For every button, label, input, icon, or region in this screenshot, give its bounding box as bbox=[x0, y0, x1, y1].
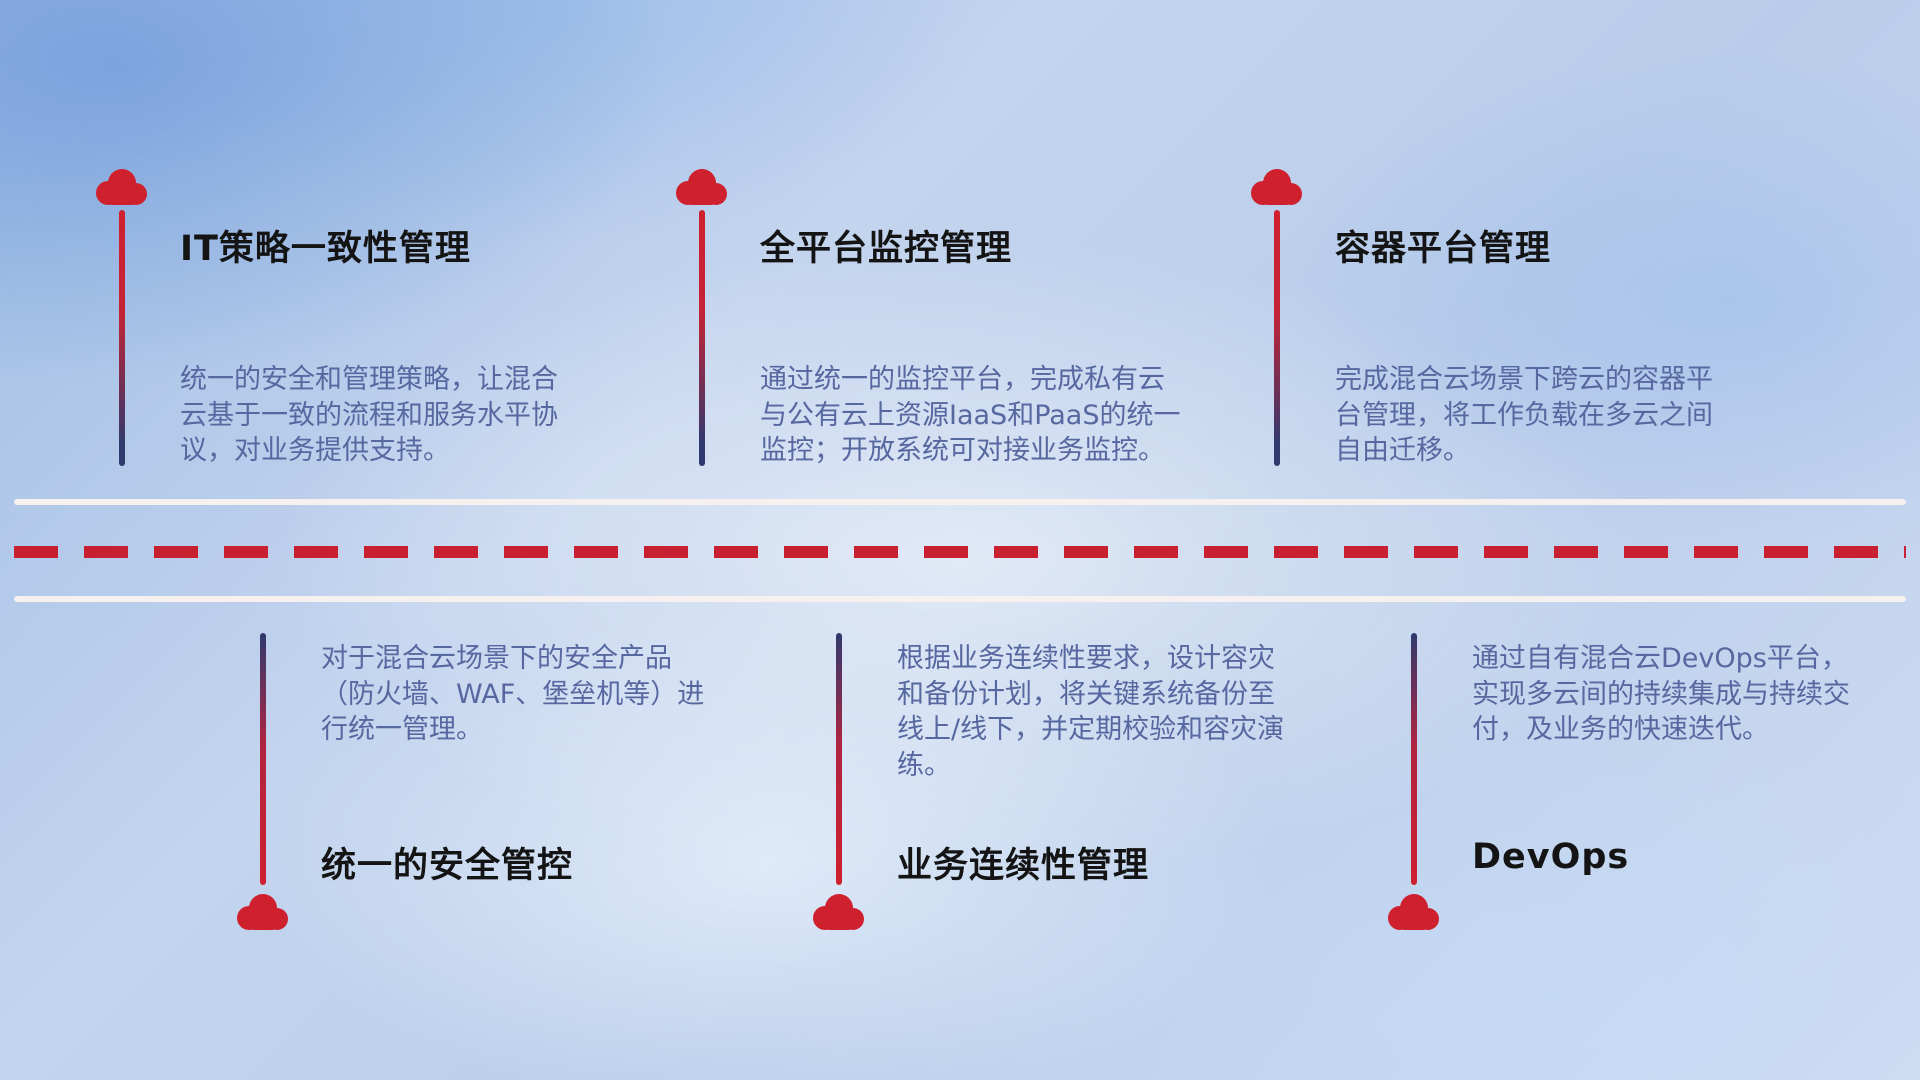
item-title: 容器平台管理 bbox=[1335, 229, 1552, 269]
road-white-line-bottom bbox=[14, 596, 1906, 602]
road-dashed-line bbox=[14, 546, 1906, 558]
item-title: DevOps bbox=[1472, 837, 1630, 877]
capability-item-business-continuity: 根据业务连续性要求，设计容灾和备份计划，将关键系统备份至线上/线下，并定期校验和… bbox=[811, 625, 1331, 965]
cloud-icon bbox=[235, 893, 291, 931]
connector-line bbox=[699, 210, 705, 466]
capability-item-it-policy: IT策略一致性管理 统一的安全和管理策略，让混合云基于一致的流程和服务水平协议，… bbox=[94, 168, 614, 508]
connector-line bbox=[119, 210, 125, 466]
cloud-icon bbox=[94, 168, 150, 206]
cloud-icon bbox=[811, 893, 867, 931]
road-white-line-top bbox=[14, 499, 1906, 505]
cloud-icon bbox=[1249, 168, 1305, 206]
capability-item-container-platform: 容器平台管理 完成混合云场景下跨云的容器平台管理，将工作负载在多云之间自由迁移。 bbox=[1249, 168, 1769, 508]
cloud-icon bbox=[1386, 893, 1442, 931]
cloud-icon bbox=[674, 168, 730, 206]
connector-line bbox=[260, 633, 266, 885]
item-description: 统一的安全和管理策略，让混合云基于一致的流程和服务水平协议，对业务提供支持。 bbox=[180, 364, 558, 467]
item-title: 业务连续性管理 bbox=[897, 846, 1150, 886]
item-description: 对于混合云场景下的安全产品（防火墙、WAF、堡垒机等）进行统一管理。 bbox=[321, 643, 705, 746]
connector-line bbox=[836, 633, 842, 885]
item-description: 通过自有混合云DevOps平台，实现多云间的持续集成与持续交付，及业务的快速迭代… bbox=[1472, 643, 1850, 746]
connector-line bbox=[1411, 633, 1417, 885]
capability-item-monitoring: 全平台监控管理 通过统一的监控平台，完成私有云与公有云上资源IaaS和PaaS的… bbox=[674, 168, 1194, 508]
connector-line bbox=[1274, 210, 1280, 466]
item-title: 统一的安全管控 bbox=[321, 846, 574, 886]
item-title: 全平台监控管理 bbox=[760, 229, 1013, 269]
item-description: 完成混合云场景下跨云的容器平台管理，将工作负载在多云之间自由迁移。 bbox=[1335, 364, 1713, 467]
item-description: 根据业务连续性要求，设计容灾和备份计划，将关键系统备份至线上/线下，并定期校验和… bbox=[897, 643, 1285, 781]
capability-item-security-control: 对于混合云场景下的安全产品（防火墙、WAF、堡垒机等）进行统一管理。 统一的安全… bbox=[235, 625, 755, 965]
item-description: 通过统一的监控平台，完成私有云与公有云上资源IaaS和PaaS的统一监控；开放系… bbox=[760, 364, 1181, 467]
capability-item-devops: 通过自有混合云DevOps平台，实现多云间的持续集成与持续交付，及业务的快速迭代… bbox=[1386, 625, 1906, 965]
item-title: IT策略一致性管理 bbox=[180, 229, 471, 269]
